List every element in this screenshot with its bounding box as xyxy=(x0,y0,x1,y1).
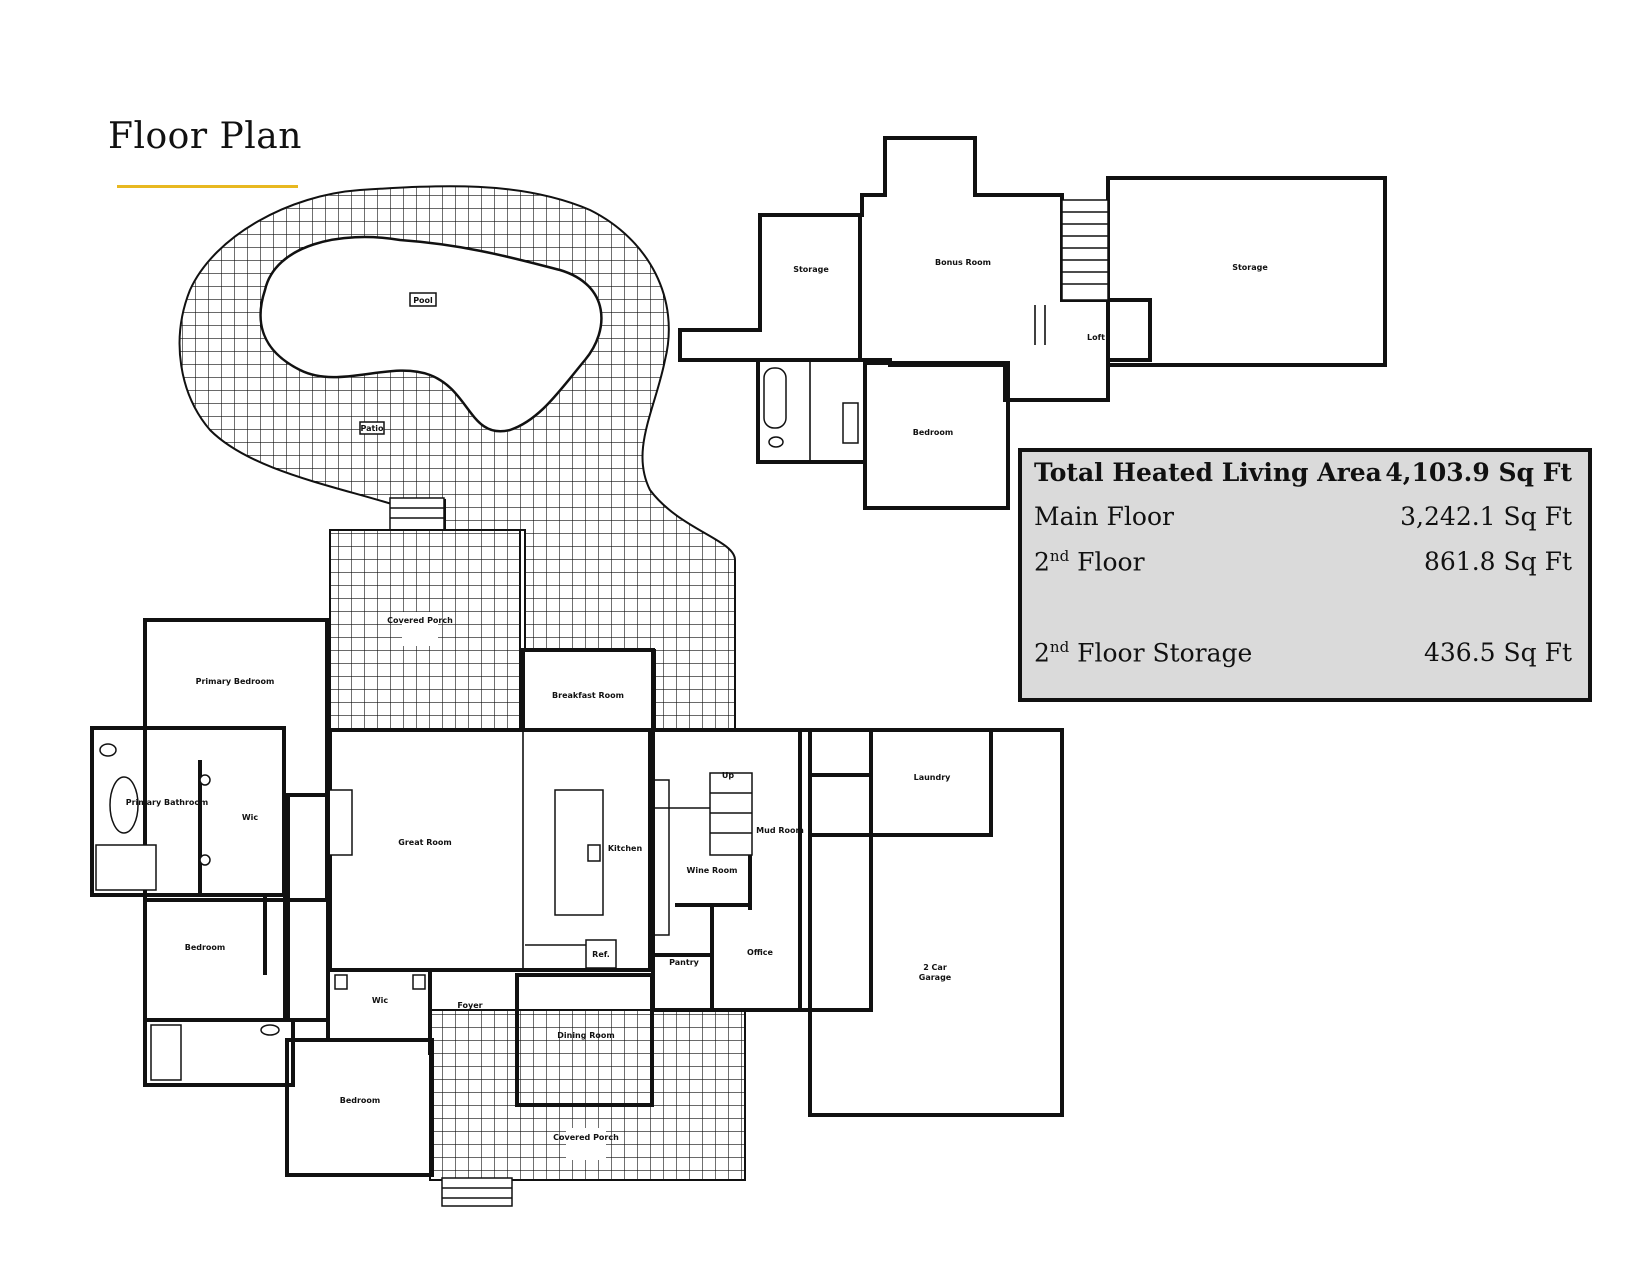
west-bedroom-label: Bedroom xyxy=(185,943,226,952)
primary-bedroom-label: Primary Bedroom xyxy=(196,677,275,686)
second-floor-value: 861.8 Sq Ft xyxy=(1424,547,1572,576)
ref-label: Ref. xyxy=(592,950,610,959)
main-floor-label: Main Floor xyxy=(1034,502,1174,531)
primary-bathroom-label: Primary Bathroom xyxy=(126,798,209,807)
south-bedroom-label: Bedroom xyxy=(340,1096,381,1105)
great-room-label: Great Room xyxy=(398,838,451,847)
garage-label-line2: Garage xyxy=(919,973,952,982)
title-underline xyxy=(117,185,298,188)
wine-room-label: Wine Room xyxy=(687,866,738,875)
front-steps xyxy=(441,1177,513,1207)
garage-label-line1: 2 Car xyxy=(923,963,947,972)
second-floor-storage-row: 2nd Floor Storage 436.5 Sq Ft xyxy=(1034,638,1572,667)
bonus-room-label: Bonus Room xyxy=(935,258,991,267)
area-summary-box: Total Heated Living Area 4,103.9 Sq Ft M… xyxy=(1018,448,1592,702)
back-porch-label: Covered Porch xyxy=(387,616,453,625)
second-floor-walls xyxy=(678,136,1387,510)
page-title: Floor Plan xyxy=(108,116,302,157)
pool-label-box xyxy=(409,292,437,307)
office-label: Office xyxy=(747,948,773,957)
mud-room-label: Mud Room xyxy=(756,826,804,835)
foyer-label: Foyer xyxy=(457,1001,482,1010)
breakfast-room-label: Breakfast Room xyxy=(552,691,624,700)
pantry-label: Pantry xyxy=(669,958,700,967)
patio-label-box xyxy=(359,421,385,435)
patio-label: Patio xyxy=(360,424,384,433)
total-area-row: Total Heated Living Area 4,103.9 Sq Ft xyxy=(1034,458,1572,487)
laundry-label: Laundry xyxy=(914,773,952,782)
storage-2b-label: Storage xyxy=(1232,263,1268,272)
loft-label: Loft xyxy=(1087,333,1105,342)
total-area-label: Total Heated Living Area xyxy=(1034,458,1382,487)
second-floor-storage-label: 2nd Floor Storage xyxy=(1034,638,1253,668)
main-floor-row: Main Floor 3,242.1 Sq Ft xyxy=(1034,502,1572,531)
patio-steps xyxy=(389,497,445,531)
pool-label: Pool xyxy=(413,296,433,305)
storage-2a-label: Storage xyxy=(793,265,829,274)
second-floor-storage-value: 436.5 Sq Ft xyxy=(1424,638,1572,667)
primary-wic-label: Wic xyxy=(242,813,259,822)
second-floor-row: 2nd Floor 861.8 Sq Ft xyxy=(1034,547,1572,576)
main-floor-value: 3,242.1 Sq Ft xyxy=(1400,502,1572,531)
dining-room-label: Dining Room xyxy=(557,1031,615,1040)
kitchen-label: Kitchen xyxy=(608,844,643,853)
hall-wic-label: Wic xyxy=(372,996,389,1005)
second-floor-bedroom-label: Bedroom xyxy=(913,428,954,437)
front-porch-label: Covered Porch xyxy=(553,1133,619,1142)
pool: Pool xyxy=(259,235,603,433)
stair-up-label: Up xyxy=(722,771,734,780)
total-area-value: 4,103.9 Sq Ft xyxy=(1385,458,1572,487)
main-floor-walls xyxy=(90,618,1064,1177)
second-floor-label: 2nd Floor xyxy=(1034,547,1145,577)
